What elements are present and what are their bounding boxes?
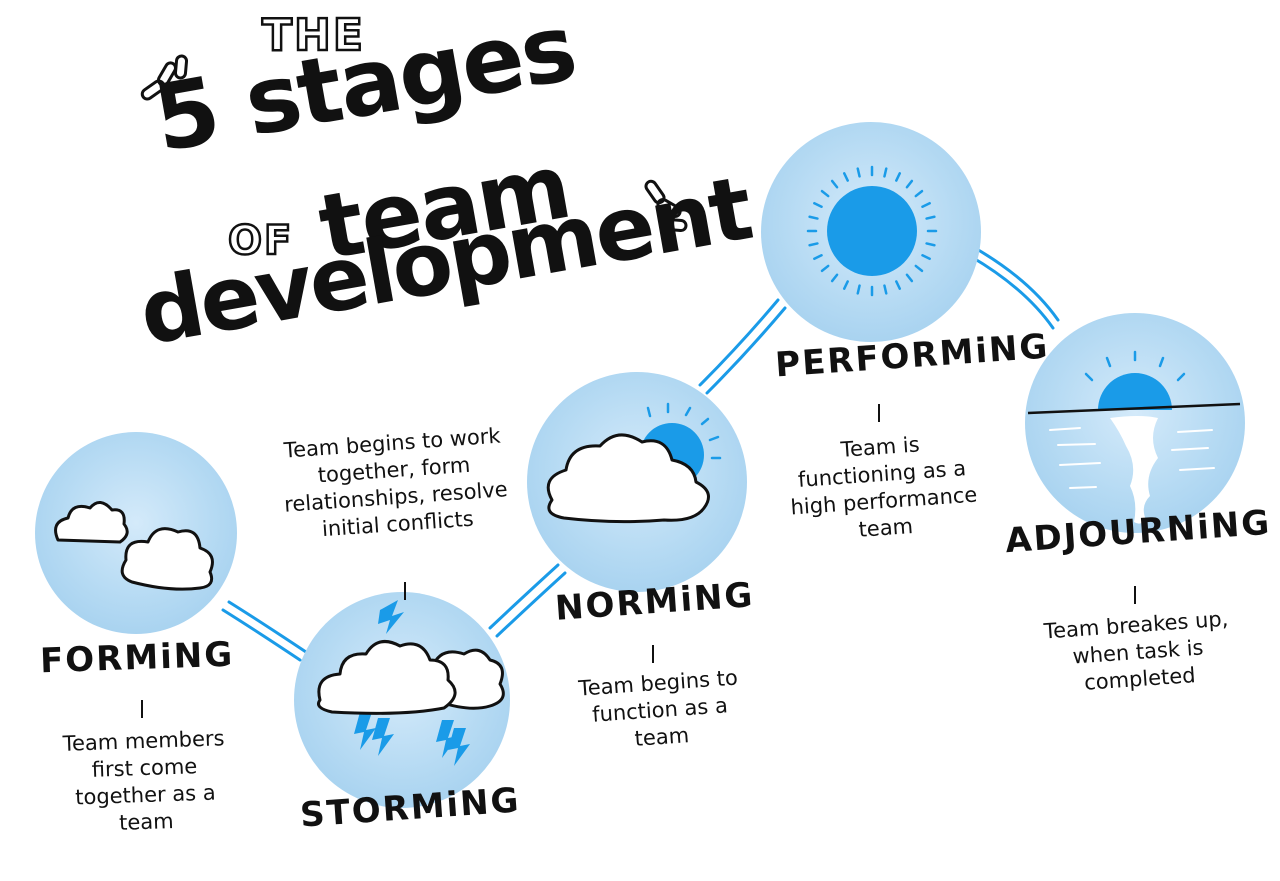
sun-ray (842, 172, 849, 182)
sun-icon (806, 165, 938, 297)
stage-forming-label: FORMiNG (39, 634, 235, 682)
sun-ray (813, 201, 823, 208)
sun-ray (808, 215, 819, 220)
title-accent-marks (140, 54, 688, 233)
connector-storming-norming (488, 563, 567, 638)
stage-storming-tick (404, 582, 406, 600)
sun-ray (830, 179, 839, 189)
norming-bubble (527, 372, 747, 592)
title-of: OF (227, 217, 294, 266)
sun-ray (925, 215, 936, 220)
cloud-sun-icon (546, 402, 722, 524)
sun-ray (856, 167, 861, 178)
stage-performing-description: Team is functioning as a high performanc… (789, 432, 978, 542)
sun-ray (925, 242, 936, 247)
sun-ray (856, 284, 861, 295)
stage-adjourning-tick (1134, 586, 1136, 604)
sun-ray (905, 179, 914, 189)
sun-ray (820, 264, 830, 273)
sun-ray (813, 254, 823, 261)
stage-forming-tick (141, 700, 143, 718)
sun-ray (921, 254, 931, 261)
sun-ray (820, 189, 830, 198)
stage-forming-description: Team members first come together as a te… (62, 726, 225, 835)
stage-norming-description: Team begins to function as a team (577, 665, 739, 751)
sun-ray (914, 264, 924, 273)
sun-ray (883, 167, 888, 178)
connector-forming-storming (221, 600, 308, 662)
stage-adjourning-description: Team breakes up, when task is completed (1043, 606, 1230, 695)
sun-ray (830, 273, 839, 283)
forming-bubble (35, 432, 237, 634)
sun-ray (895, 172, 902, 182)
sun-ray (883, 284, 888, 295)
sun-ray (808, 242, 819, 247)
stage-performing-tick (878, 404, 880, 422)
performing-bubble (761, 122, 981, 342)
storming-bubble (294, 592, 510, 808)
stage-storming-description: Team begins to work together, form relat… (283, 423, 509, 542)
sun-ray (842, 280, 849, 290)
adjourning-bubble (1025, 313, 1245, 533)
sun-ray (921, 201, 931, 208)
title-the: THE (261, 9, 365, 63)
storm-cloud-icon (317, 600, 505, 766)
sun-ray (905, 273, 914, 283)
sunset-icon (1027, 350, 1241, 524)
connector-norming-performing (698, 298, 787, 395)
stage-norming-tick (652, 645, 654, 663)
sun-ray (895, 280, 902, 290)
connector-performing-adjourning (968, 246, 1060, 330)
clouds-icon (54, 501, 214, 591)
sun-ray (914, 189, 924, 198)
connector-lines (221, 246, 1060, 662)
